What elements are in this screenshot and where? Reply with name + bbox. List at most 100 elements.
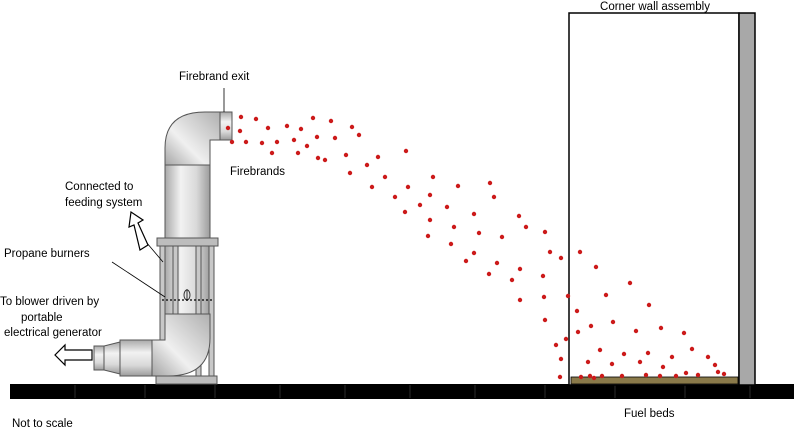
firebrand-dot [587, 373, 593, 379]
firebrand-dot [444, 204, 450, 210]
firebrand-dot [658, 325, 664, 331]
label-not-to-scale: Not to scale [12, 418, 73, 429]
firebrand-dot [603, 292, 609, 298]
firebrand-dot [578, 374, 584, 380]
base-plate [155, 375, 218, 385]
firebrand-dot [645, 350, 651, 356]
firebrand-dot [427, 192, 433, 198]
firebrand-dot [585, 359, 591, 365]
firebrand-dot [547, 249, 553, 255]
arrow-up-right-icon [128, 210, 149, 251]
firebrand-dot [349, 124, 355, 130]
firebrand-dot [455, 183, 461, 189]
firebrand-dot [237, 128, 243, 134]
firebrand-dot [471, 250, 477, 256]
firebrand-dot [487, 180, 493, 186]
main-duct [164, 164, 211, 241]
firebrand-dot [356, 132, 362, 138]
firebrand-dot [369, 184, 375, 190]
top-collar [156, 237, 219, 247]
firebrand-dot [347, 170, 353, 176]
firebrand-particles [225, 114, 727, 381]
firebrand-dot [681, 330, 687, 336]
firebrand-dot [427, 217, 433, 223]
firebrand-dot [417, 202, 423, 208]
arrow-left-icon [54, 343, 93, 367]
firebrand-dot [517, 266, 523, 272]
firebrand-dot [712, 362, 718, 368]
firebrand-dot [689, 346, 695, 352]
label-blower-2: portable [21, 312, 63, 324]
firebrand-dot [476, 230, 482, 236]
firebrand-dot [705, 354, 711, 360]
firebrand-dot [364, 162, 370, 168]
blower-reducer [103, 341, 121, 375]
firebrand-dot [553, 342, 559, 348]
firebrand-dot [499, 234, 505, 240]
firebrand-dot [291, 137, 297, 143]
firebrand-dot [382, 174, 388, 180]
firebrand-dot [660, 364, 666, 370]
firebrand-dot [402, 209, 408, 215]
fuel-bed [570, 376, 739, 385]
blower-connector [119, 339, 153, 377]
firebrand-dot [619, 373, 625, 379]
firebrand-dot [557, 374, 563, 380]
firebrand-dot [328, 118, 334, 124]
firebrand-dot [609, 361, 615, 367]
corner-wall-panel [568, 12, 740, 386]
firebrand-dot [448, 241, 454, 247]
firebrand-dot [310, 115, 316, 121]
label-blower-1: To blower driven by [0, 296, 99, 308]
firebrand-dot [523, 224, 529, 230]
firebrand-dot [588, 323, 594, 329]
firebrand-dot [646, 302, 652, 308]
corner-wall-side [738, 12, 756, 386]
firebrand-dot [610, 319, 616, 325]
firebrand-dot [304, 143, 310, 149]
firebrand-dot [322, 157, 328, 163]
label-firebrand-exit: Firebrand exit [179, 71, 250, 83]
firebrand-dot [593, 264, 599, 270]
firebrand-dot [542, 317, 548, 323]
firebrand-dot [657, 373, 663, 379]
firebrand-dot [673, 373, 679, 379]
firebrand-dot [315, 155, 321, 161]
firebrand-dot [392, 194, 398, 200]
firebrand-dot [425, 233, 431, 239]
firebrand-dot [238, 114, 244, 120]
firebrand-dot [577, 249, 583, 255]
burner-chamber [164, 245, 211, 315]
blower-outlet [93, 345, 105, 371]
support-rod-4 [208, 245, 215, 377]
upper-elbow [164, 111, 221, 169]
firebrand-dot [695, 372, 701, 378]
firebrand-dot [253, 116, 259, 122]
firebrand-dot [715, 369, 721, 375]
label-blower-3: electrical generator [4, 327, 102, 339]
firebrand-dot [627, 280, 633, 286]
firebrand-generator [93, 111, 233, 385]
firebrand-dot [375, 154, 381, 160]
firebrand-dot [574, 308, 580, 314]
firebrand-dot [643, 372, 649, 378]
firebrand-dot [558, 255, 564, 261]
firebrand-dot [621, 351, 627, 357]
firebrand-dot [517, 297, 523, 303]
label-connected-2: feeding system [65, 197, 142, 209]
firebrand-dot [451, 224, 457, 230]
firebrand-dot [563, 336, 569, 342]
firebrand-dot [494, 260, 500, 266]
firebrand-dot [558, 356, 564, 362]
label-firebrands: Firebrands [230, 166, 285, 178]
firebrand-dot [265, 125, 271, 131]
firebrand-dot [284, 123, 290, 129]
firebrand-dot [343, 152, 349, 158]
ground-joints [74, 385, 751, 398]
firebrand-dot [243, 139, 249, 145]
firebrand-dot [509, 277, 515, 283]
firebrand-dot [721, 371, 727, 377]
firebrand-dot [491, 194, 497, 200]
